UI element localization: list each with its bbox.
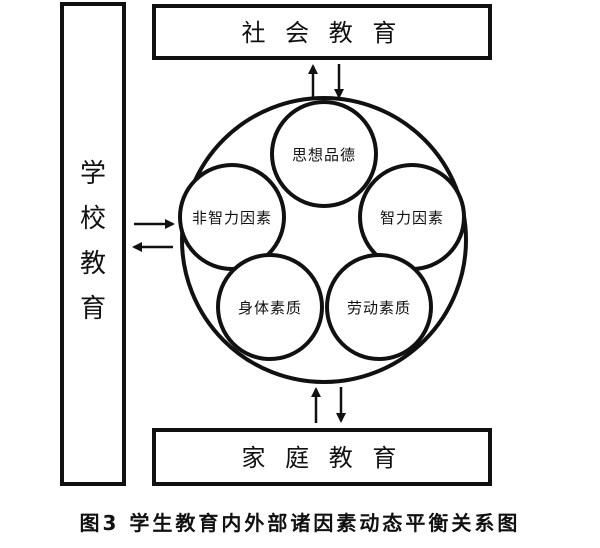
- circle-intellect: 智力因素: [358, 163, 466, 271]
- circle-labor: 劳动素质: [325, 253, 433, 361]
- circle-non-intellect-label: 非智力因素: [192, 209, 272, 227]
- school-education-char-4: 育: [80, 294, 106, 324]
- circle-moral: 思想品德: [270, 100, 378, 208]
- school-education-char-2: 校: [80, 204, 106, 234]
- circle-labor-label: 劳动素质: [347, 299, 411, 317]
- school-education-char-1: 学: [80, 159, 106, 189]
- social-education-label: 社 会 教 育: [242, 19, 403, 47]
- circle-moral-label: 思想品德: [292, 146, 356, 164]
- circle-non-intellect: 非智力因素: [178, 163, 286, 271]
- circle-physical: 身体素质: [216, 253, 324, 361]
- circle-intellect-label: 智力因素: [380, 209, 444, 227]
- figure-caption: 图3 学生教育内外部诸因素动态平衡关系图: [80, 511, 521, 535]
- circle-physical-label: 身体素质: [238, 299, 302, 317]
- school-education-char-3: 教: [80, 249, 106, 279]
- school-education-box: 学 校 教 育: [60, 2, 126, 486]
- family-education-label: 家 庭 教 育: [242, 444, 403, 472]
- family-education-box: 家 庭 教 育: [152, 428, 492, 486]
- social-education-box: 社 会 教 育: [152, 4, 492, 60]
